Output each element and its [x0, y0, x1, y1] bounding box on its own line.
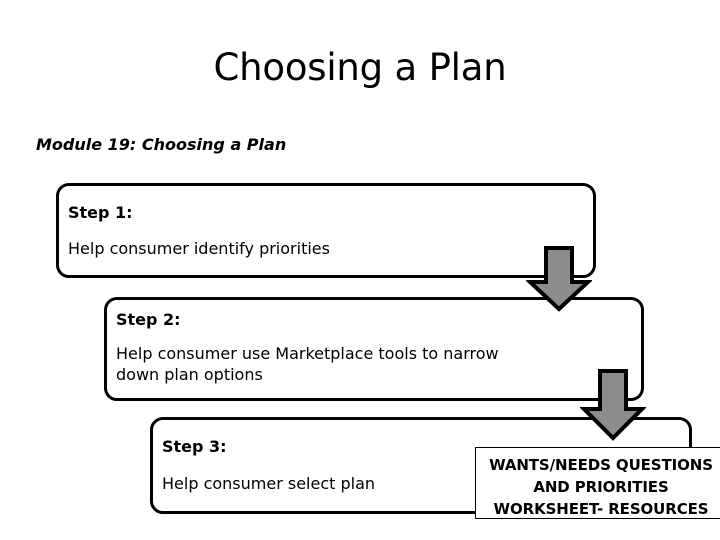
step-1-body: Help consumer identify priorities	[68, 239, 330, 258]
step-1-label: Step 1:	[68, 203, 133, 222]
step-3-label: Step 3:	[162, 437, 227, 456]
step-box-1[interactable]: Step 1: Help consumer identify prioritie…	[56, 183, 596, 278]
page-title: Choosing a Plan	[213, 46, 507, 89]
wants-needs-callout-box[interactable]: WANTS/NEEDS QUESTIONS AND PRIORITIES WOR…	[475, 447, 720, 519]
down-arrow-icon-2	[580, 369, 646, 441]
callout-line-2: AND PRIORITIES	[533, 478, 669, 496]
step-3-body: Help consumer select plan	[162, 474, 376, 493]
down-arrow-icon-1	[526, 246, 592, 312]
step-2-label: Step 2:	[116, 310, 181, 329]
step-box-2[interactable]: Step 2: Help consumer use Marketplace to…	[104, 297, 644, 401]
module-subtitle: Module 19: Choosing a Plan	[36, 135, 287, 154]
step-2-body: Help consumer use Marketplace tools to n…	[116, 344, 499, 384]
callout-line-3: WORKSHEET- RESOURCES	[493, 500, 709, 518]
callout-line-1: WANTS/NEEDS QUESTIONS	[489, 456, 713, 474]
